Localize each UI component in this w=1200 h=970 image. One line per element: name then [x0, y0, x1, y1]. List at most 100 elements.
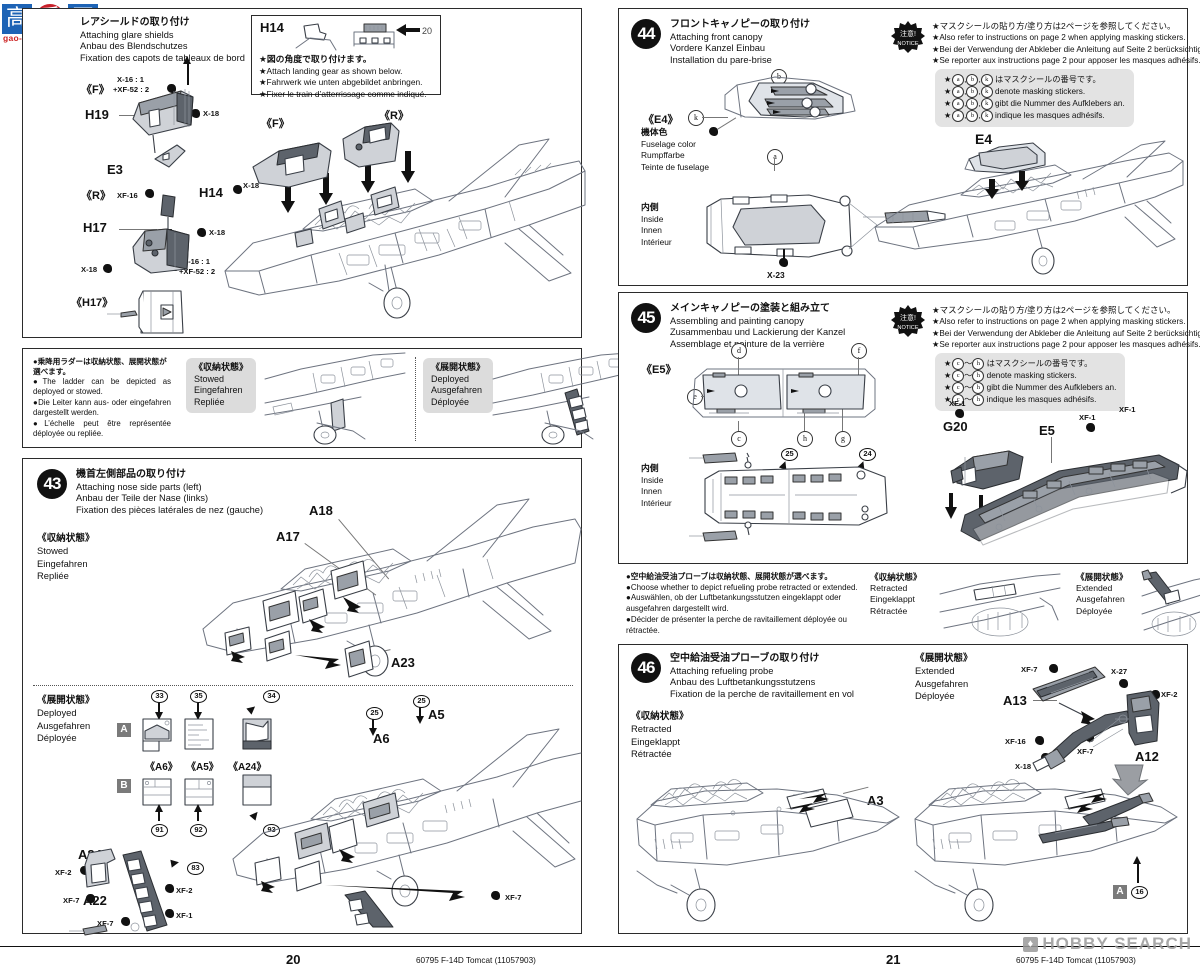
- fuselage-color-de: Rumpffarbe: [641, 150, 685, 161]
- paint-mix-2a: X-16 : 1: [183, 257, 211, 266]
- footer-rule-left: [0, 946, 600, 947]
- notice-44-de: ★Bei der Verwendung der Abkleber die Anl…: [932, 44, 1200, 54]
- paint-dot: [1035, 736, 1044, 745]
- state-deployed-de: Ausgefahren: [431, 385, 483, 396]
- step-43-en: Attaching nose side parts (left): [76, 481, 202, 492]
- mask-legend-44-en: ★a,b,k denote masking stickers.: [944, 86, 1086, 99]
- paint-mix-2b: +XF-52 : 2: [179, 267, 216, 276]
- step-header-44: 44 フロントキャノピーの取り付け Attaching front canopy…: [631, 19, 810, 66]
- mask-key-b: b: [966, 98, 979, 111]
- part-label-h19: H19: [85, 107, 109, 122]
- mask-key-a: a: [952, 74, 965, 86]
- art-e5-rail-assembly: [939, 435, 1189, 547]
- mask-key-h: h: [972, 370, 985, 383]
- mask-key-h: h: [972, 382, 985, 395]
- probe-retracted-en: Retracted: [870, 583, 908, 594]
- mask-legend-44-fr-text: indique les masques adhésifs.: [995, 111, 1105, 121]
- paint-xf7-probe: XF-7: [1021, 665, 1038, 674]
- inside-45-en: Inside: [641, 474, 664, 485]
- art-e4-inside: [699, 191, 879, 269]
- leader-line: [774, 159, 775, 171]
- paint-mix-1a: X-16 : 1: [117, 75, 145, 84]
- mask-legend-44-jp: ★a,b,k はマスクシールの番号です。: [944, 74, 1101, 86]
- paint-dot: [165, 884, 174, 893]
- step-number-46: 46: [631, 653, 661, 683]
- step-43-de: Anbau der Teile der Nase (links): [76, 493, 209, 504]
- step-number-44: 44: [631, 19, 661, 49]
- mask-marker-h: h: [797, 431, 813, 447]
- notice-badge-en: NOTICE: [897, 41, 918, 47]
- probe-retracted-fr: Rétractée: [870, 605, 908, 616]
- state-stowed: 《収納状態》 Stowed Eingefahren Repliée: [186, 358, 257, 413]
- kit-id-right: 60795 F-14D Tomcat (11057903): [1016, 956, 1136, 965]
- page-number-left: 20: [286, 952, 301, 967]
- paint-dot: [1119, 679, 1128, 688]
- mask-key-b: b: [966, 86, 979, 99]
- hobby-search-text: HOBBY SEARCH: [1042, 934, 1192, 953]
- step-number-45: 45: [631, 303, 661, 333]
- paint-dot: [103, 264, 112, 273]
- mask-marker-f: f: [851, 343, 867, 359]
- sep: ,: [978, 99, 981, 109]
- decal-arrow: [194, 712, 202, 720]
- mask-key-k: k: [980, 98, 993, 111]
- paint-xf2-probe: XF-2: [1161, 690, 1178, 699]
- paint-xf1-g20: XF-1: [949, 399, 966, 408]
- panel-ladder-note: ●乗降用ラダーは収納状態、展開状態が選べます。 ●The ladder can …: [22, 348, 629, 448]
- part-ref-a24: 《A24》: [228, 762, 267, 773]
- mask-legend-45-de: ★c～h gibt die Nummer des Aufklebers an.: [944, 382, 1117, 395]
- mask-key-c: c: [952, 370, 965, 383]
- decal-number-91: 91: [151, 824, 168, 837]
- step-header-43: 43 機首左側部品の取り付け Attaching nose side parts…: [37, 469, 263, 516]
- step-46-en: Attaching refueling probe: [670, 665, 774, 676]
- part-label-a23: A23: [391, 655, 415, 670]
- paint-xf7-ladder2: XF-7: [97, 919, 114, 928]
- state-deployed-fr: Déployée: [431, 397, 470, 408]
- probe-note-en: ●Choose whether to depict refueling prob…: [626, 582, 858, 592]
- paint-xf16-probe: XF-16: [1005, 737, 1026, 746]
- mask-marker-g: g: [835, 431, 851, 447]
- step-number-43: 43: [37, 469, 67, 499]
- state-43-stowed-de: Eingefahren: [37, 557, 88, 569]
- art-e4-canopy: [715, 67, 875, 147]
- part-label-a17: A17: [276, 529, 300, 544]
- decal-number-34: 34: [263, 690, 280, 703]
- mask-legend-45: ★c～h はマスクシールの番号です。 ★c～h denote masking s…: [935, 353, 1126, 412]
- leader-line: [842, 409, 843, 431]
- decal-arrow: [416, 716, 424, 724]
- decal-number-25: 25: [781, 448, 798, 461]
- art-ladder-deployed: [492, 352, 629, 445]
- mask-key-b: b: [966, 74, 979, 86]
- state-probe-extended: 《展開状態》 Extended Ausgefahren Déployée: [1076, 572, 1128, 617]
- decal-number-16: 16: [1131, 886, 1148, 899]
- inside-45-jp: 内側: [641, 463, 659, 473]
- mask-key-k: k: [980, 86, 993, 99]
- paint-xf1-e5-2: XF-1: [1119, 405, 1136, 414]
- decal-scene-2: 25: [413, 695, 430, 708]
- mask-key-k: k: [980, 110, 993, 123]
- part-label-a5: A5: [428, 707, 445, 722]
- fuselage-color-fr: Teinte de fuselage: [641, 161, 709, 172]
- decal-arrow: [369, 728, 377, 736]
- notice-44-fr: ★Se reporter aux instructions page 2 pou…: [932, 55, 1200, 65]
- paint-dot: [197, 228, 206, 237]
- paint-dot: [191, 109, 200, 118]
- inside-text-44: 内側 Inside Innen Intérieur: [641, 202, 672, 248]
- step-header-45: 45 メインキャノピーの塗装と組み立て Assembling and paint…: [631, 303, 845, 350]
- mask-key-a: a: [952, 98, 965, 111]
- state-stowed-jp: 《収納状態》: [194, 362, 249, 372]
- step-45-en: Assembling and painting canopy: [670, 315, 804, 326]
- art-probe-extended: [1141, 569, 1200, 638]
- mask-key-c: c: [952, 358, 965, 370]
- gear-note-fr: ★Fixer le train d’atterrissage comme ind…: [259, 88, 427, 99]
- mask-legend-45-jp: ★c～h はマスクシールの番号です。: [944, 358, 1093, 370]
- paint-x18-4: X-18: [81, 265, 98, 274]
- panel-step-46: 46 空中給油受油プローブの取り付け Attaching refueling p…: [618, 644, 1188, 934]
- gear-note-en: ★Attach landing gear as shown below.: [259, 65, 403, 76]
- step-44-en: Attaching front canopy: [670, 31, 763, 42]
- leader-line: [804, 405, 805, 431]
- paint-xf7-ladder: XF-7: [63, 896, 80, 905]
- paint-dot-x23: [779, 258, 788, 267]
- paint-dot: [491, 891, 500, 900]
- paint-x18-2: X-18: [243, 181, 260, 190]
